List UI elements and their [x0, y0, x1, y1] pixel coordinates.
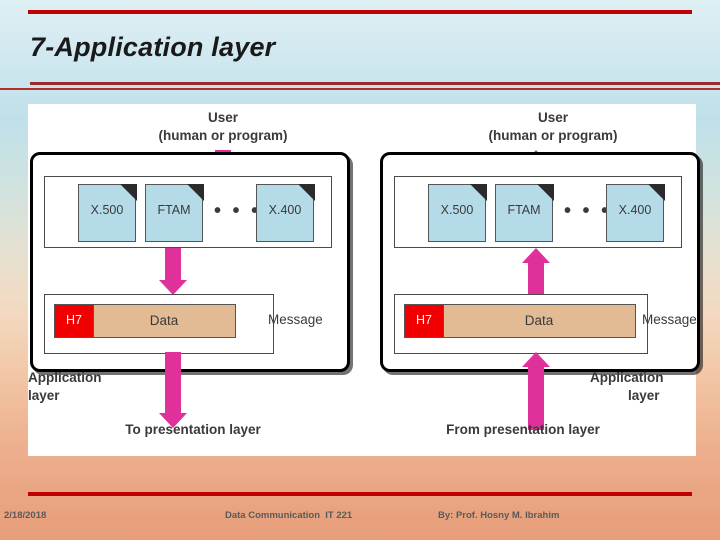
page-fold-icon — [119, 183, 137, 201]
right-doc-ftam: FTAM — [495, 183, 554, 242]
page-title: 7-Application layer — [30, 32, 276, 62]
right-doc-ftam-label: FTAM — [507, 203, 541, 217]
right-message-bar: H7 Data — [404, 304, 636, 338]
right-doc-x500-label: X.500 — [440, 203, 474, 217]
right-message-caption: Message — [642, 312, 697, 327]
page-fold-icon — [186, 183, 204, 201]
right-user-label-line2: (human or program) — [488, 128, 618, 143]
left-message-data-label: Data — [149, 313, 179, 328]
right-doc-x400-label: X.400 — [618, 203, 652, 217]
left-user-label-line2: (human or program) — [158, 128, 288, 143]
right-doc-x400: X.400 — [606, 183, 665, 242]
right-message-header: H7 — [405, 305, 444, 337]
left-direction-label: To presentation layer — [125, 422, 261, 437]
page-fold-icon — [536, 183, 554, 201]
right-layer-label-line1: Application — [590, 370, 664, 385]
right-user-label-line1: User — [537, 110, 569, 125]
left-doc-x400: X.400 — [256, 183, 315, 242]
left-message-bar: H7 Data — [54, 304, 236, 338]
top-divider — [28, 10, 692, 14]
left-ellipsis: • • • — [214, 200, 262, 222]
left-message-caption: Message — [268, 312, 323, 327]
title-divider-secondary — [0, 88, 720, 90]
title-divider — [30, 82, 720, 85]
left-doc-x400-label: X.400 — [268, 203, 302, 217]
left-doc-ftam: FTAM — [145, 183, 204, 242]
right-arrow-internal — [522, 248, 550, 296]
left-layer-label-line2: layer — [28, 388, 60, 403]
right-direction-label: From presentation layer — [446, 422, 600, 437]
right-ellipsis: • • • — [564, 200, 612, 222]
right-layer-label-line2: layer — [628, 388, 660, 403]
footer-author: By: Prof. Hosny M. Ibrahim — [438, 510, 560, 521]
right-doc-x500: X.500 — [428, 183, 487, 242]
page-fold-icon — [297, 183, 315, 201]
left-arrow-internal — [159, 248, 187, 296]
left-doc-x500-label: X.500 — [90, 203, 124, 217]
bottom-divider — [28, 492, 692, 496]
left-arrow-to-presentation — [159, 352, 187, 430]
left-doc-x500: X.500 — [78, 183, 137, 242]
page-fold-icon — [647, 183, 665, 201]
application-layer-diagram: User (human or program) X.500 FTAM • • •… — [28, 104, 700, 456]
page-fold-icon — [469, 183, 487, 201]
left-user-label-line1: User — [207, 110, 239, 125]
footer-course: Data Communication IT 221 — [225, 510, 353, 521]
left-doc-ftam-label: FTAM — [157, 203, 191, 217]
footer-date: 2/18/2018 — [4, 510, 47, 521]
right-message-data-label: Data — [524, 313, 554, 328]
left-message-header: H7 — [55, 305, 94, 337]
left-layer-label-line1: Application — [28, 370, 102, 385]
right-arrow-from-presentation — [522, 352, 550, 430]
